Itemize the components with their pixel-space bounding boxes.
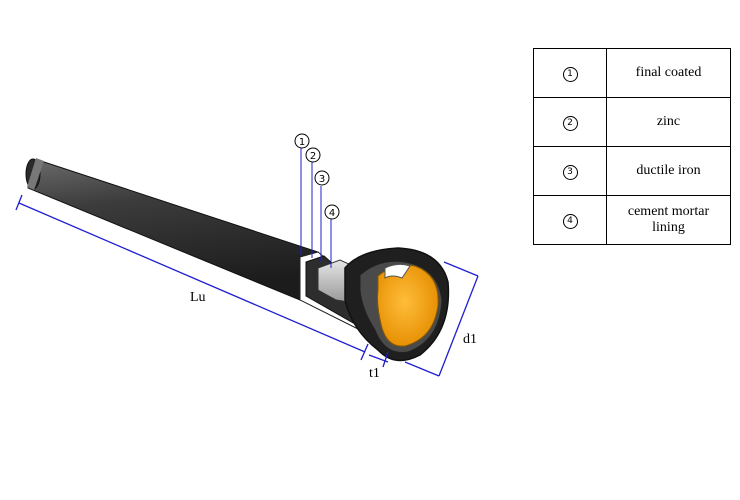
legend-number: 3 xyxy=(562,164,578,180)
callout-1: 1 xyxy=(294,133,310,149)
svg-text:3: 3 xyxy=(319,174,325,185)
legend-label: zinc xyxy=(606,97,731,147)
legend-row: 1 final coated xyxy=(533,48,731,98)
svg-text:4: 4 xyxy=(329,208,335,219)
dimension-lines xyxy=(15,194,479,377)
legend-label: ductile iron xyxy=(606,146,731,196)
pipe-socket xyxy=(344,247,450,362)
legend-number-cell: 3 xyxy=(533,146,607,196)
legend-number-cell: 1 xyxy=(533,48,607,98)
legend-label: final coated xyxy=(606,48,731,98)
legend-number-cell: 4 xyxy=(533,195,607,245)
svg-text:1: 1 xyxy=(299,137,305,148)
callout-4: 4 xyxy=(324,204,340,220)
dim-label-thickness: t1 xyxy=(369,366,380,381)
legend-table: 1 final coated 2 zinc 3 ductile iron 4 c… xyxy=(533,48,731,245)
dim-label-diameter: d1 xyxy=(463,332,477,347)
legend-label: cement mortar lining xyxy=(606,195,731,245)
legend-row: 3 ductile iron xyxy=(533,146,731,196)
legend-number: 4 xyxy=(562,213,578,229)
callout-2: 2 xyxy=(305,147,321,163)
svg-text:2: 2 xyxy=(310,151,316,162)
callout-markers: 1 2 3 4 xyxy=(294,133,340,220)
callout-3: 3 xyxy=(314,170,330,186)
legend-row: 2 zinc xyxy=(533,97,731,147)
callout-lines xyxy=(300,148,332,268)
legend-row: 4 cement mortar lining xyxy=(533,195,731,245)
legend-number: 2 xyxy=(562,115,578,131)
dim-label-length: Lu xyxy=(190,290,206,305)
legend-number-cell: 2 xyxy=(533,97,607,147)
legend-number: 1 xyxy=(562,66,578,82)
pipe-body xyxy=(25,158,319,301)
